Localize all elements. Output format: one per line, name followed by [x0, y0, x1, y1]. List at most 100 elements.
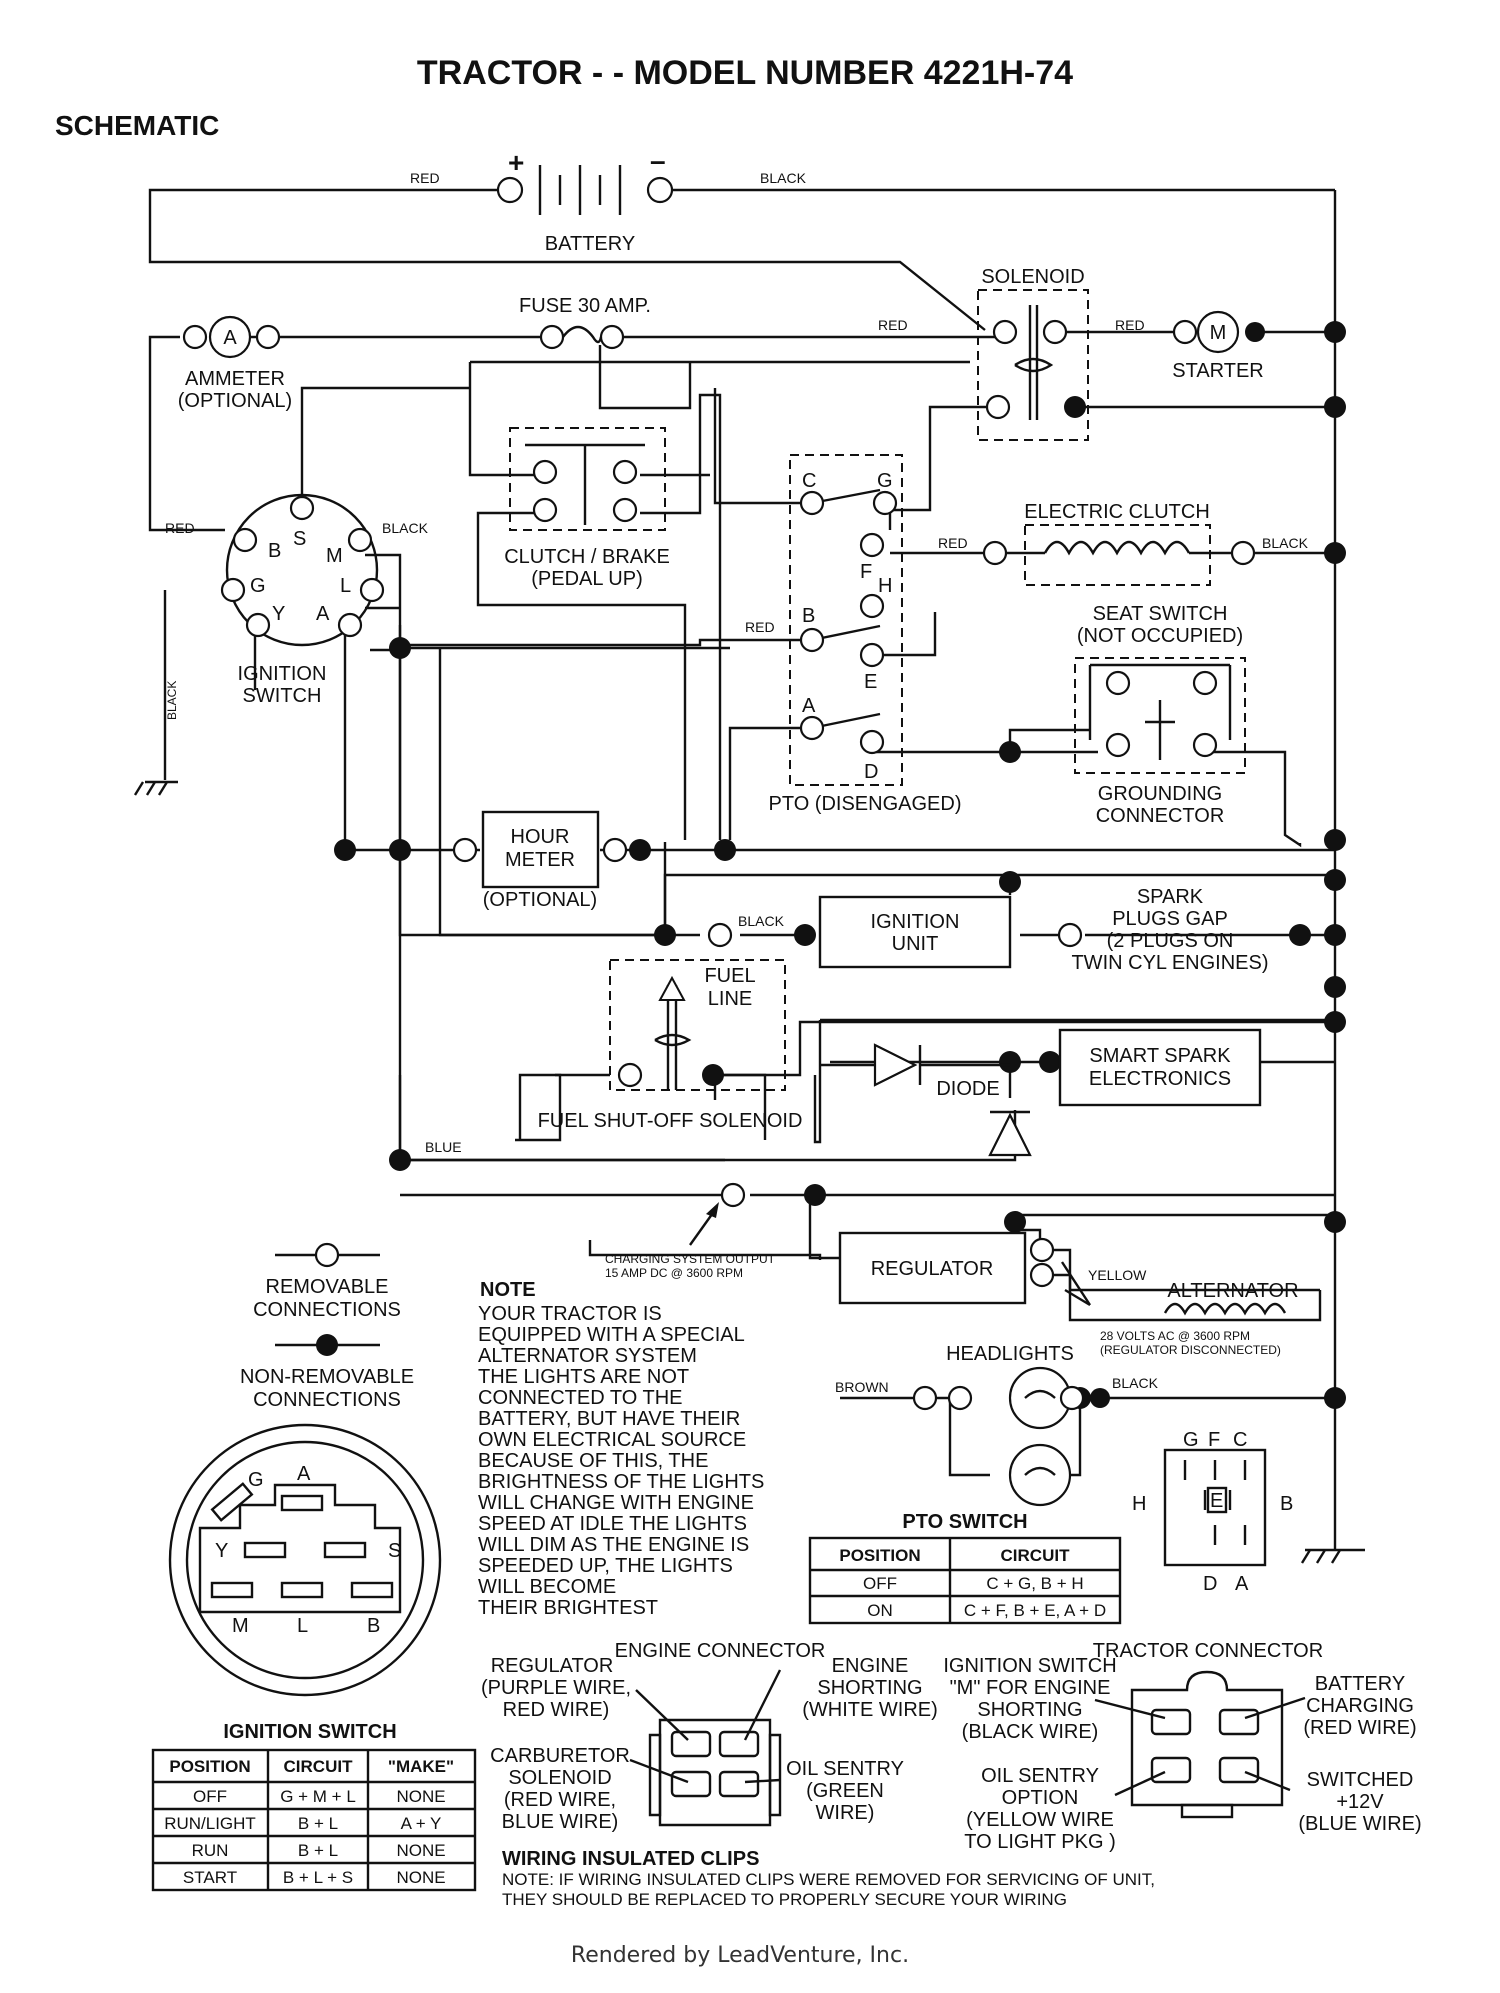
note-line: WILL CHANGE WITH ENGINE: [478, 1492, 754, 1514]
note-line: OWN ELECTRICAL SOURCE: [478, 1429, 746, 1451]
footer-credit: Rendered by LeadVenture, Inc.: [571, 1943, 909, 1968]
eng-oil-2: (GREEN: [806, 1780, 884, 1802]
starter-label: STARTER: [1172, 360, 1264, 382]
legend-removable-2: CONNECTIONS: [253, 1299, 401, 1321]
ign-diag-b: B: [367, 1615, 380, 1637]
ign-th-circuit: CIRCUIT: [284, 1757, 354, 1776]
note-line: BECAUSE OF THIS, THE: [478, 1450, 708, 1472]
seat-switch-state: (NOT OCCUPIED): [1077, 625, 1243, 647]
ign-terminal-g: G: [250, 575, 266, 597]
ign-th-position: POSITION: [169, 1757, 250, 1776]
ign-table-title: IGNITION SWITCH: [223, 1721, 396, 1743]
tractor-conn-title: TRACTOR CONNECTOR: [1093, 1640, 1323, 1662]
ign-table-cell: START: [183, 1868, 237, 1887]
headlights-label: HEADLIGHTS: [946, 1343, 1074, 1365]
eng-carb-2: SOLENOID: [508, 1767, 611, 1789]
pto-conn-h: H: [1132, 1493, 1146, 1515]
legend-removable: REMOVABLE: [266, 1276, 389, 1298]
ignition-table: IGNITION SWITCH POSITION CIRCUIT "MAKE" …: [151, 1721, 477, 1892]
wire-black-battery: BLACK: [760, 170, 807, 186]
tr-oil-4: TO LIGHT PKG ): [964, 1831, 1116, 1853]
ignition-switch: B S M L A Y G IGNITION SWITCH: [220, 493, 385, 707]
wire-black-headlights: BLACK: [1112, 1375, 1159, 1391]
pto-table-title: PTO SWITCH: [902, 1511, 1027, 1533]
wire-black-ground: BLACK: [165, 681, 179, 720]
pto-terminal-d: D: [864, 761, 878, 783]
pto-terminal-b: B: [802, 605, 815, 627]
pto-connector: G F C H E B D A: [1132, 1429, 1293, 1595]
fuse-label: FUSE 30 AMP.: [519, 295, 651, 317]
wire-black-ignition: BLACK: [382, 520, 429, 536]
wire-yellow: YELLOW: [1088, 1267, 1147, 1283]
pto-conn-g: G: [1183, 1429, 1199, 1451]
ammeter: A AMMETER (OPTIONAL): [178, 315, 292, 412]
pto-row-off: OFF: [863, 1574, 897, 1593]
section-title: SCHEMATIC: [55, 110, 219, 141]
spark-label-3: (2 PLUGS ON: [1107, 930, 1234, 952]
pto-th-position: POSITION: [839, 1546, 920, 1565]
hour-meter-optional: (OPTIONAL): [483, 889, 597, 911]
ign-terminal-b: B: [268, 540, 281, 562]
diode-label: DIODE: [936, 1078, 999, 1100]
ign-table-cell: NONE: [396, 1868, 445, 1887]
eng-oil-3: WIRE): [816, 1802, 875, 1824]
pto-conn-c: C: [1233, 1429, 1247, 1451]
engine-conn-title: ENGINE CONNECTOR: [615, 1640, 826, 1662]
eng-carb-4: BLUE WIRE): [502, 1811, 619, 1833]
note-line: ALTERNATOR SYSTEM: [478, 1345, 697, 1367]
solenoid-label: SOLENOID: [981, 266, 1084, 288]
tr-ign: IGNITION SWITCH: [943, 1655, 1116, 1677]
ign-table-cell: RUN/LIGHT: [164, 1814, 256, 1833]
ign-diag-s: S: [388, 1540, 401, 1562]
page-title: TRACTOR - - MODEL NUMBER 4221H-74: [417, 54, 1073, 92]
solenoid: SOLENOID: [977, 266, 1089, 441]
electric-clutch: ELECTRIC CLUTCH: [982, 501, 1256, 586]
tr-oil-3: (YELLOW WIRE: [966, 1809, 1114, 1831]
legend: REMOVABLE CONNECTIONS NON-REMOVABLE CONN…: [240, 1242, 414, 1411]
note-line: WILL DIM AS THE ENGINE IS: [478, 1534, 749, 1556]
seat-switch-label: SEAT SWITCH: [1093, 603, 1228, 625]
clips-line-2: THEY SHOULD BE REPLACED TO PROPERLY SECU…: [502, 1890, 1067, 1909]
wire-blue: BLUE: [425, 1139, 462, 1155]
battery: + – BATTERY: [496, 145, 674, 255]
ign-terminal-m: M: [326, 545, 343, 567]
pto-conn-f: F: [1208, 1429, 1220, 1451]
hour-meter-label-2: METER: [505, 849, 575, 871]
eng-short-2: SHORTING: [817, 1677, 922, 1699]
fuel-line-label-2: LINE: [708, 988, 752, 1010]
wire-brown: BROWN: [835, 1379, 889, 1395]
ignition-label-2: SWITCH: [243, 685, 322, 707]
pto-switch: C G F H B E A D PTO (DISENGAGED): [769, 454, 962, 815]
ammeter-label: AMMETER: [185, 368, 285, 390]
spark-label: SPARK: [1137, 886, 1204, 908]
fuse: FUSE 30 AMP.: [519, 295, 651, 350]
clips-line-1: NOTE: IF WIRING INSULATED CLIPS WERE REM…: [502, 1870, 1155, 1889]
tr-sw-3: (BLUE WIRE): [1298, 1813, 1421, 1835]
regulator: REGULATOR: [838, 1231, 1055, 1305]
eng-carb-3: (RED WIRE,: [504, 1789, 616, 1811]
note-line: EQUIPPED WITH A SPECIAL: [478, 1324, 745, 1346]
eng-reg-3: RED WIRE): [503, 1699, 610, 1721]
wire-red-pto: RED: [745, 619, 775, 635]
pto-terminal-h: H: [878, 575, 892, 597]
note-line: THEIR BRIGHTEST: [478, 1597, 658, 1619]
wire-red-fuse: RED: [878, 317, 908, 333]
tr-bat-3: (RED WIRE): [1303, 1717, 1416, 1739]
hour-meter: HOUR METER (OPTIONAL): [452, 810, 628, 911]
alternator-label: ALTERNATOR: [1167, 1280, 1298, 1302]
engine-connector: ENGINE CONNECTOR REGULATOR (PURPLE WIRE,…: [481, 1640, 938, 1833]
seat-switch: SEAT SWITCH (NOT OCCUPIED) GROUNDING CON…: [1074, 603, 1246, 827]
clutch-brake-label: CLUTCH / BRAKE: [504, 546, 670, 568]
wire-red-battery: RED: [410, 170, 440, 186]
tr-ign-3: SHORTING: [977, 1699, 1082, 1721]
note-heading: NOTE: [480, 1279, 536, 1301]
alternator: ALTERNATOR 28 VOLTS AC @ 3600 RPM (REGUL…: [1100, 1280, 1299, 1357]
wiring: [133, 188, 1365, 1564]
ignition-unit-label: IGNITION: [871, 911, 960, 933]
eng-short-3: (WHITE WIRE): [802, 1699, 938, 1721]
ign-table-cell: OFF: [193, 1787, 227, 1806]
grounding-label: GROUNDING: [1098, 783, 1222, 805]
note-line: BRIGHTNESS OF THE LIGHTS: [478, 1471, 764, 1493]
tr-sw: SWITCHED: [1307, 1769, 1414, 1791]
tr-ign-4: (BLACK WIRE): [962, 1721, 1099, 1743]
